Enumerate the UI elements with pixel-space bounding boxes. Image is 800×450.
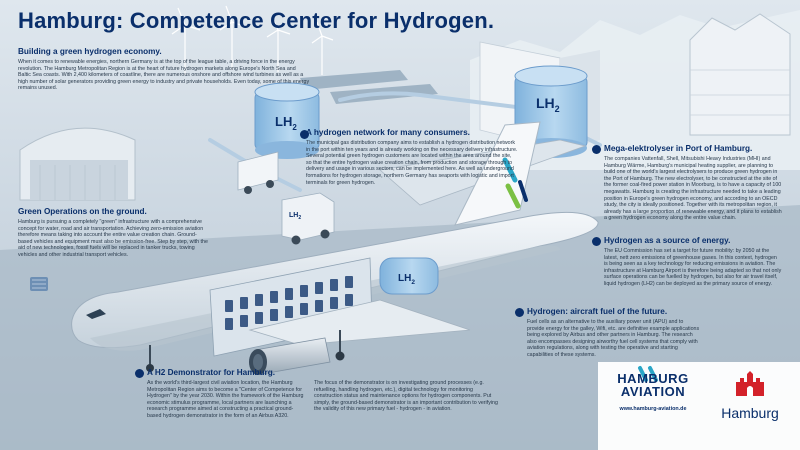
tank-1-label: LH2 — [275, 114, 297, 132]
aircraft-a320 — [71, 121, 599, 375]
city-name: Hamburg — [721, 405, 779, 421]
text-demonstrator: As the world's third-largest civil aviat… — [147, 380, 304, 419]
text-network: The municipal gas distribution company a… — [306, 140, 518, 186]
marker-demonstrator — [135, 369, 144, 378]
block-ground-ops: Green Operations on the ground. Hamburg … — [18, 207, 210, 259]
block-aircraft-fuel: Hydrogen: aircraft fuel of the future. F… — [527, 307, 702, 359]
truck-label: LH2 — [289, 212, 301, 221]
block-electrolyser: Mega-elektrolyser in Port of Hamburg. Th… — [604, 144, 782, 222]
concert-hall — [689, 13, 791, 136]
heading-energy-source: Hydrogen as a source of energy. — [604, 236, 731, 245]
text-focus: The focus of the demonstrator is on inve… — [314, 380, 498, 413]
heading-electrolyser: Mega-elektrolyser in Port of Hamburg. — [604, 144, 753, 153]
block-demonstrator: A H2 Demonstrator for Hamburg. As the wo… — [147, 368, 307, 420]
airport-logo-mark — [638, 366, 658, 382]
text-energy-source: The EU Commission has set a target for f… — [604, 248, 782, 287]
airport-url-link[interactable]: www.hamburg-aviation.de — [619, 406, 687, 412]
block-green-economy: Building a green hydrogen economy. When … — [18, 47, 310, 92]
block-network: A hydrogen network for many consumers. T… — [306, 128, 518, 186]
marker-network — [300, 130, 309, 139]
airport-logo-line2: AVIATION — [620, 384, 686, 399]
hamburg-city-logo: Hamburg — [710, 370, 790, 421]
heading-ground-ops: Green Operations on the ground. — [18, 207, 147, 216]
page-title: Hamburg: Competence Center for Hydrogen. — [18, 8, 495, 33]
marker-energy-source — [592, 237, 601, 246]
tank-2-label: LH2 — [536, 95, 560, 114]
logo-panel — [598, 362, 800, 450]
marker-aircraft-fuel — [515, 308, 524, 317]
ground-equipment — [30, 277, 48, 291]
airport-logo-line1: HAMBURG — [617, 371, 689, 386]
heading-green-economy: Building a green hydrogen economy. — [18, 47, 162, 56]
castle-icon — [736, 371, 764, 396]
tanker-truck-2 — [281, 192, 335, 245]
text-electrolyser: The companies Vattenfall, Shell, Mitsubi… — [604, 156, 782, 222]
heading-network: A hydrogen network for many consumers. — [306, 128, 470, 137]
tanker-truck-1 — [237, 151, 279, 194]
block-focus: The focus of the demonstrator is on inve… — [314, 380, 500, 413]
text-green-economy: When it comes to renewable energies, nor… — [18, 59, 310, 92]
cabin-seats — [225, 276, 353, 330]
heading-aircraft-fuel: Hydrogen: aircraft fuel of the future. — [527, 307, 668, 316]
hangar — [19, 127, 136, 201]
marker-electrolyser — [592, 145, 601, 154]
solar-panels — [300, 70, 438, 104]
hamburg-aviation-logo: HAMBURG AVIATION www.hamburg-aviation.de — [604, 372, 702, 412]
aircraft-tank-label: LH2 — [398, 273, 415, 286]
block-energy-source: Hydrogen as a source of energy. The EU C… — [604, 236, 782, 288]
wind-turbines — [171, 5, 334, 75]
text-ground-ops: Hamburg is pursuing a completely "green"… — [18, 219, 208, 258]
text-aircraft-fuel: Fuel cells as an alternative to the auxi… — [527, 319, 700, 358]
heading-demonstrator: A H2 Demonstrator for Hamburg. — [147, 368, 275, 377]
